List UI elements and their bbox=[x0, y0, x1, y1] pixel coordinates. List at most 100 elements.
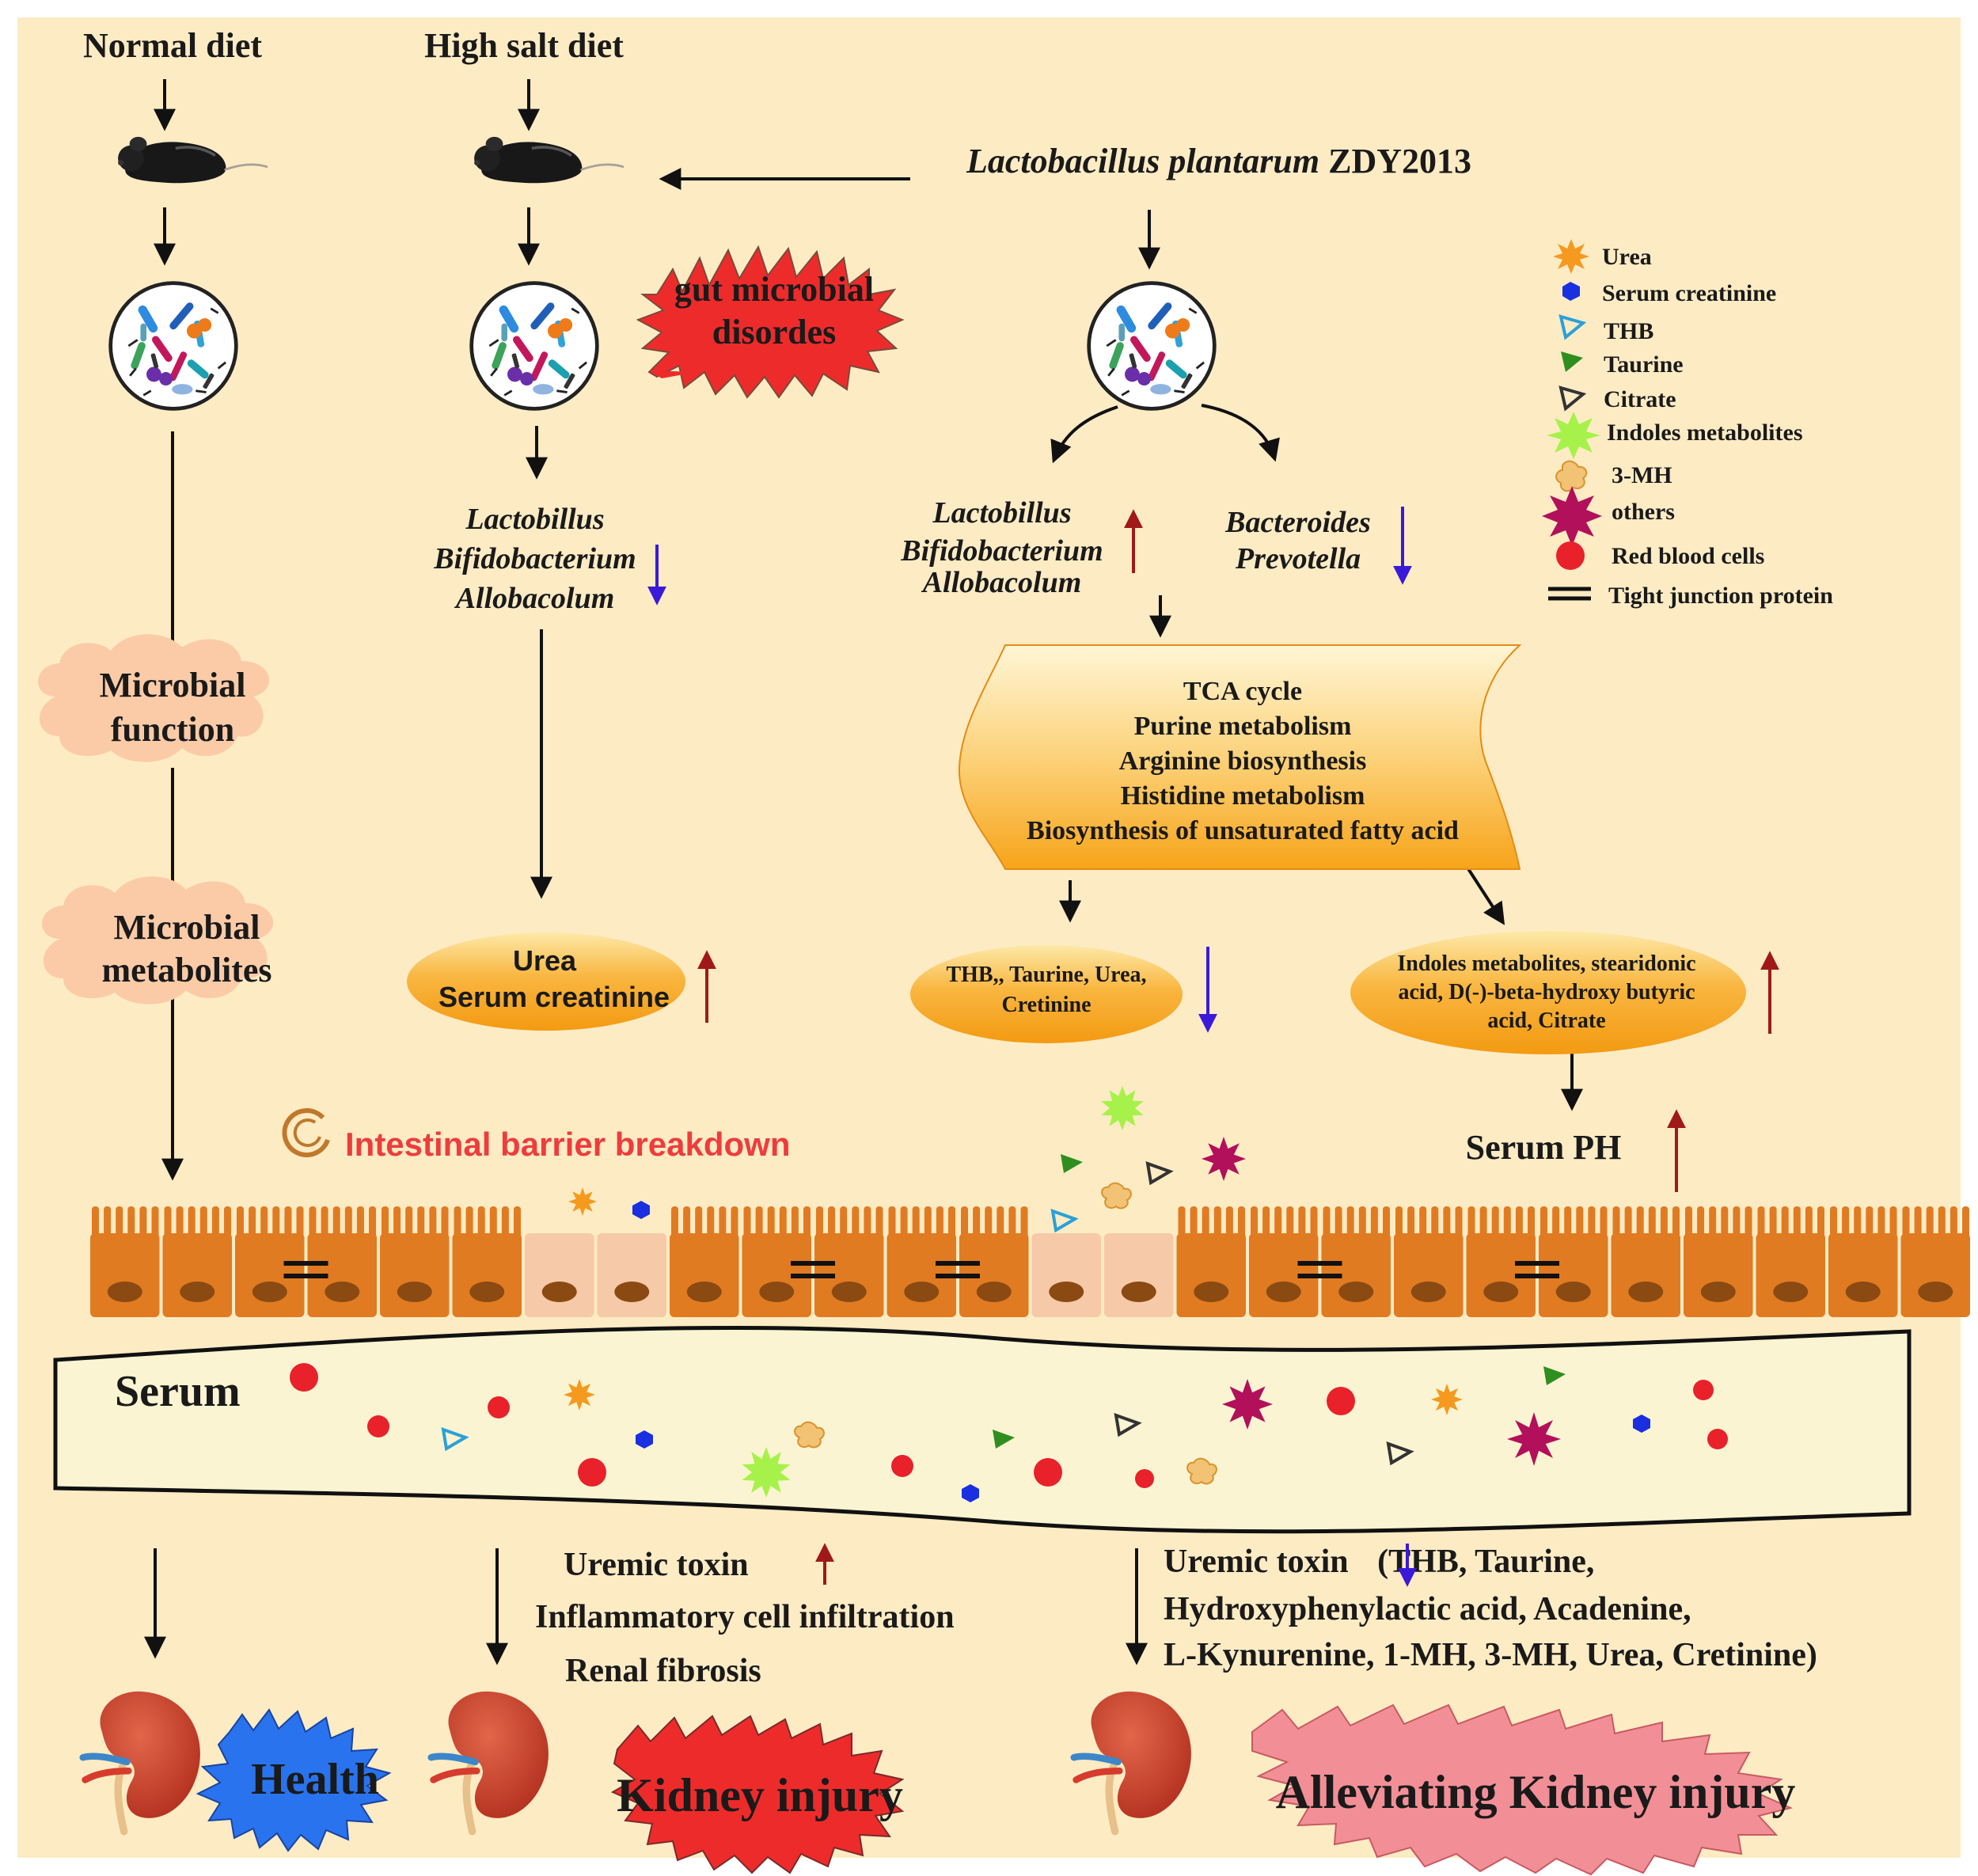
three-mh-particle bbox=[794, 1421, 825, 1449]
cloud-microbial-metabolites: Microbial metabolites bbox=[42, 876, 274, 1004]
down-oval-line1: THB,, Taurine, Urea, bbox=[946, 963, 1146, 987]
health-burst: Health bbox=[196, 1708, 392, 1852]
epithelial-cell bbox=[1394, 1206, 1464, 1317]
pathway-4: Histidine metabolism bbox=[1121, 781, 1365, 811]
epithelial-cell bbox=[1031, 1233, 1101, 1317]
pathway-1: TCA cycle bbox=[1183, 677, 1302, 706]
strain-label: Lactobacillus plantarum ZDY2013 bbox=[966, 142, 1471, 180]
arrow-microbiota-to-taxa-up bbox=[1050, 405, 1118, 464]
epithelial-cell bbox=[307, 1206, 377, 1317]
kidney-injury-burst: Kidney injury bbox=[610, 1715, 905, 1874]
pathway-5: Biosynthesis of unsaturated fatty acid bbox=[1027, 816, 1459, 845]
epithelial-cell bbox=[90, 1206, 160, 1317]
creatinine-particle bbox=[962, 1484, 979, 1502]
barrier-breakdown: Intestinal barrier breakdown bbox=[282, 1108, 791, 1163]
legend-item-others: others bbox=[1542, 486, 1675, 546]
creatinine-particle bbox=[632, 1201, 650, 1219]
decreased-metabolites-oval: THB,, Taurine, Urea, Cretinine bbox=[910, 945, 1183, 1043]
epithelial-cell bbox=[597, 1233, 666, 1317]
flow-arrows bbox=[144, 79, 1583, 1665]
green-triangle-icon bbox=[1561, 351, 1583, 372]
red-blood-cell bbox=[1707, 1429, 1728, 1449]
orange-star-icon bbox=[1553, 239, 1589, 274]
strain-genus: Lactobacillus plantarum bbox=[966, 142, 1319, 180]
right-taxon-down-2: Prevotella bbox=[1235, 542, 1361, 575]
thb-particle bbox=[1050, 1208, 1079, 1233]
urea-oval-line2: Serum creatinine bbox=[439, 981, 670, 1013]
legend-label-taurine: Taurine bbox=[1604, 351, 1684, 378]
legend-item-citrate: Citrate bbox=[1558, 385, 1676, 412]
burst-line2: disordes bbox=[712, 313, 836, 351]
arrow-pathways-to-up-oval bbox=[1464, 864, 1505, 925]
creatinine-particle bbox=[1633, 1415, 1650, 1433]
legend-item-3mh: 3-MH bbox=[1555, 460, 1672, 492]
red-blood-cell bbox=[488, 1396, 510, 1418]
epithelial-cell bbox=[1539, 1206, 1608, 1317]
red-blood-cell bbox=[1135, 1469, 1154, 1488]
right-outcome-line1: Uremic toxin (THB, Taurine, bbox=[1164, 1544, 1594, 1580]
normal-diet-label: Normal diet bbox=[83, 26, 262, 65]
serum-ph-label: Serum PH bbox=[1466, 1128, 1622, 1167]
epithelial-cell bbox=[1176, 1206, 1246, 1317]
taurine-particle bbox=[1543, 1366, 1566, 1385]
red-blood-cell bbox=[578, 1458, 606, 1487]
urea-particle bbox=[568, 1187, 597, 1216]
epithelial-cell bbox=[670, 1206, 739, 1317]
indole-particle bbox=[1101, 1086, 1144, 1130]
epithelial-cell bbox=[452, 1206, 522, 1317]
taurine-particle bbox=[993, 1430, 1015, 1449]
molecule-particles bbox=[290, 1086, 1728, 1502]
epithelial-cell bbox=[1466, 1206, 1536, 1317]
high-salt-diet-label: High salt diet bbox=[424, 26, 624, 65]
tight-junction bbox=[1515, 1261, 1559, 1278]
alleviating-label: Alleviating Kidney injury bbox=[1276, 1766, 1796, 1818]
serum-band: Serum bbox=[53, 1326, 1912, 1534]
pathway-3: Arginine biosynthesis bbox=[1119, 746, 1367, 776]
tight-junction bbox=[936, 1261, 980, 1278]
legend-label-thb: THB bbox=[1604, 318, 1653, 344]
legend-label-creatinine: Serum creatinine bbox=[1602, 280, 1776, 306]
epithelial-cell bbox=[959, 1206, 1029, 1317]
right-taxon-up-2: Bifidobacterium bbox=[900, 534, 1103, 568]
epithelial-cell bbox=[1900, 1206, 1970, 1317]
epithelial-cell bbox=[742, 1206, 811, 1317]
tight-junction bbox=[283, 1261, 328, 1278]
epithelial-cell bbox=[1756, 1206, 1825, 1317]
legend-item-tight-junction: Tight junction protein bbox=[1548, 583, 1833, 609]
legend-label-indoles: Indoles metabolites bbox=[1607, 420, 1803, 446]
mid-outcome-line3: Renal fibrosis bbox=[565, 1653, 761, 1689]
other-particle bbox=[1202, 1137, 1246, 1181]
pathway-2: Purine metabolism bbox=[1134, 712, 1352, 741]
epithelial-cell bbox=[1828, 1206, 1898, 1317]
thb-particle bbox=[441, 1426, 469, 1452]
legend-item-indoles: Indoles metabolites bbox=[1547, 412, 1803, 459]
other-particle bbox=[1507, 1412, 1561, 1466]
legend: Urea Serum creatinine THB Taurine Citrat… bbox=[1542, 239, 1833, 609]
right-outcome-line1-b: (THB, Taurine, bbox=[1377, 1544, 1594, 1580]
right-outcome-text: Uremic toxin (THB, Taurine, Hydroxypheny… bbox=[1164, 1544, 1817, 1673]
three-mh-particle bbox=[1186, 1457, 1217, 1485]
epithelial-cell bbox=[380, 1206, 450, 1317]
red-blood-cell bbox=[1327, 1387, 1355, 1415]
double-line-icon bbox=[1548, 587, 1591, 601]
urea-particle bbox=[1431, 1384, 1463, 1415]
legend-label-rbc: Red blood cells bbox=[1612, 543, 1764, 569]
epithelial-cell bbox=[162, 1206, 232, 1317]
taurine-particle bbox=[1061, 1154, 1083, 1173]
gut-microbial-disorder-burst: gut microbial disordes bbox=[636, 245, 905, 399]
legend-label-urea: Urea bbox=[1602, 244, 1652, 270]
mid-outcome-line2: Inflammatory cell infiltration bbox=[535, 1599, 955, 1635]
legend-label-citrate: Citrate bbox=[1604, 386, 1676, 412]
tan-blob-icon bbox=[1555, 460, 1588, 492]
mid-outcome-text: Uremic toxin Inflammatory cell infiltrat… bbox=[535, 1543, 955, 1689]
epithelial-cell bbox=[1611, 1206, 1680, 1317]
increased-metabolites-oval: Indoles metabolites, stearidonic acid, D… bbox=[1350, 931, 1746, 1054]
urea-oval-line1: Urea bbox=[513, 944, 577, 977]
urea-creatinine-oval: Urea Serum creatinine bbox=[407, 932, 685, 1031]
epithelial-cell bbox=[1249, 1206, 1319, 1317]
red-blood-cell bbox=[1693, 1380, 1714, 1400]
citrate-particle bbox=[1145, 1160, 1174, 1186]
burst-line1: gut microbial bbox=[674, 270, 874, 309]
epithelial-cell bbox=[525, 1233, 594, 1317]
